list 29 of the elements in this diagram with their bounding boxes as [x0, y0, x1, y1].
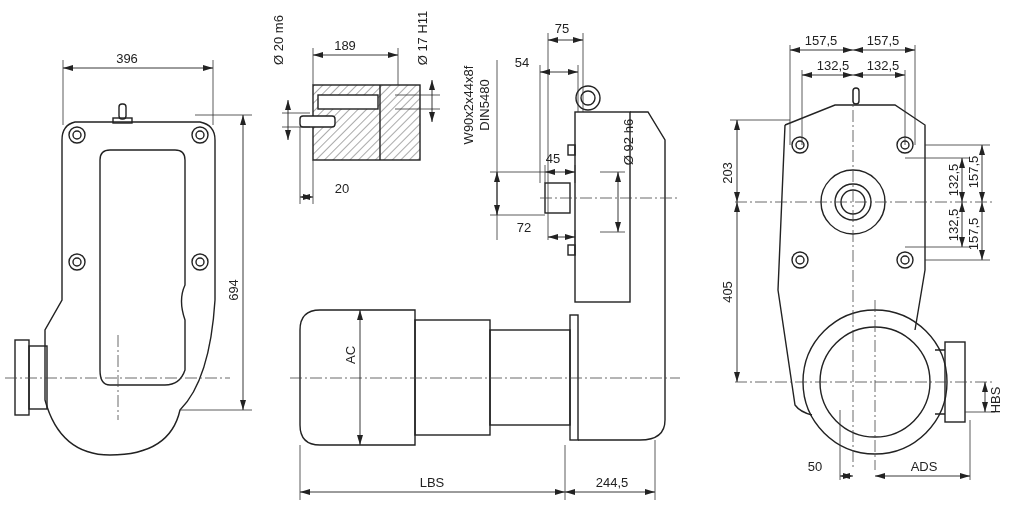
dimension-label: Ø 92 h6 [621, 118, 635, 166]
dimension-label: 405 [720, 281, 734, 303]
dimension-label: DIN5480 [477, 79, 491, 131]
dimension-label: Ø 17 H11 [415, 10, 429, 66]
dimension-label: ADS [910, 459, 938, 473]
dimension-label: Ø 20 m6 [271, 15, 285, 65]
dimension-label: 203 [720, 162, 734, 184]
dimension-label: 132,5 [946, 163, 960, 197]
dimension-label: 75 [554, 21, 570, 35]
dimension-label: 72 [516, 220, 532, 234]
dimension-label: 132,5 [946, 208, 960, 242]
dimension-label: 132,5 [866, 58, 900, 72]
dimension-label: 45 [545, 151, 561, 165]
dimension-label: LBS [419, 475, 445, 489]
dimension-label: 132,5 [816, 58, 850, 72]
dimension-label: 157,5 [966, 155, 980, 189]
dimension-label: 157,5 [966, 217, 980, 251]
dimension-label: W90x2x44x8f [461, 65, 475, 145]
dimension-label: 694 [226, 279, 240, 301]
dimension-label: 244,5 [595, 475, 629, 489]
dimension-label: HBS [988, 386, 1002, 414]
dimension-label: 157,5 [866, 33, 900, 47]
dimension-label: 50 [807, 459, 823, 473]
dimension-label: 157,5 [804, 33, 838, 47]
dimension-label: 189 [334, 38, 356, 52]
dimension-label: 396 [116, 51, 138, 65]
dimension-label: 54 [514, 55, 530, 69]
dimension-label: 20 [334, 181, 350, 195]
dimension-label: AC [343, 345, 357, 365]
